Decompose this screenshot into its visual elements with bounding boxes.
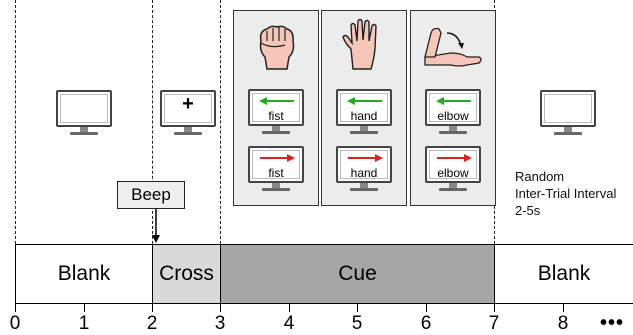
iti-note-line-2: Inter-Trial Interval — [515, 186, 617, 201]
timeline-segment-blank: Blank — [15, 244, 153, 304]
beep-label-box: Beep — [117, 181, 185, 209]
cue-panel-fist: fist fist — [233, 10, 319, 206]
right-arrow-icon — [348, 154, 383, 162]
tick-mark — [426, 303, 427, 312]
left-arrow-icon — [347, 97, 382, 105]
tick-mark — [152, 303, 153, 312]
cue-label: hand — [350, 166, 378, 180]
boundary-line-start — [15, 0, 16, 244]
timeline-segment-cross: Cross — [152, 244, 221, 304]
beep-arrow-icon — [152, 209, 160, 243]
fist-monitor-green: fist — [248, 89, 304, 135]
iti-note: Random Inter-Trial Interval 2-5s — [515, 168, 616, 219]
tick-label: 3 — [214, 313, 226, 334]
tick-label: 6 — [420, 313, 432, 334]
cue-panel-hand: hand hand — [321, 10, 407, 206]
cue-label: fist — [268, 109, 284, 123]
left-arrow-icon — [436, 97, 471, 105]
cue-panel-elbow: elbow elbow — [410, 10, 496, 206]
elbow-monitor-green: elbow — [425, 89, 481, 135]
tick-label: 5 — [351, 313, 363, 334]
cue-label: elbow — [437, 109, 469, 123]
open-hand-icon — [342, 18, 377, 70]
right-arrow-icon — [437, 154, 472, 162]
hand-monitor-green: hand — [336, 89, 392, 135]
fist-monitor-red: fist — [248, 146, 304, 192]
tick-label: 2 — [146, 313, 158, 334]
tick-label: 7 — [488, 313, 500, 334]
tick-label: 0 — [9, 313, 21, 334]
timeline-ellipsis: ••• — [600, 312, 625, 334]
iti-note-line-1: Random — [515, 169, 565, 184]
iti-note-line-3: 2-5s — [515, 203, 541, 218]
right-arrow-icon — [260, 154, 295, 162]
cross-monitor-icon: + — [160, 90, 216, 136]
tick-mark — [220, 303, 221, 312]
hand-monitor-red: hand — [336, 146, 392, 192]
blank-monitor-icon — [56, 90, 112, 136]
tick-mark — [563, 303, 564, 312]
fixation-cross: + — [182, 93, 194, 115]
tick-mark — [494, 303, 495, 312]
timeline-segment-blank-end: Blank — [494, 244, 633, 304]
cue-label: hand — [350, 109, 378, 123]
blank-monitor-icon-end — [540, 90, 596, 136]
tick-label: 8 — [557, 313, 569, 334]
boundary-line-cue — [220, 0, 221, 244]
tick-mark — [15, 303, 16, 312]
elbow-icon — [424, 27, 482, 67]
left-arrow-icon — [259, 97, 294, 105]
elbow-monitor-red: elbow — [425, 146, 481, 192]
timeline-segment-cue: Cue — [220, 244, 495, 304]
fist-icon — [259, 25, 295, 70]
tick-label: 4 — [283, 313, 295, 334]
tick-mark — [357, 303, 358, 312]
cue-label: fist — [268, 166, 284, 180]
tick-label: 1 — [78, 313, 90, 334]
boundary-line-cross — [152, 0, 153, 244]
cue-label: elbow — [437, 166, 469, 180]
tick-mark — [84, 303, 85, 312]
tick-mark — [289, 303, 290, 312]
